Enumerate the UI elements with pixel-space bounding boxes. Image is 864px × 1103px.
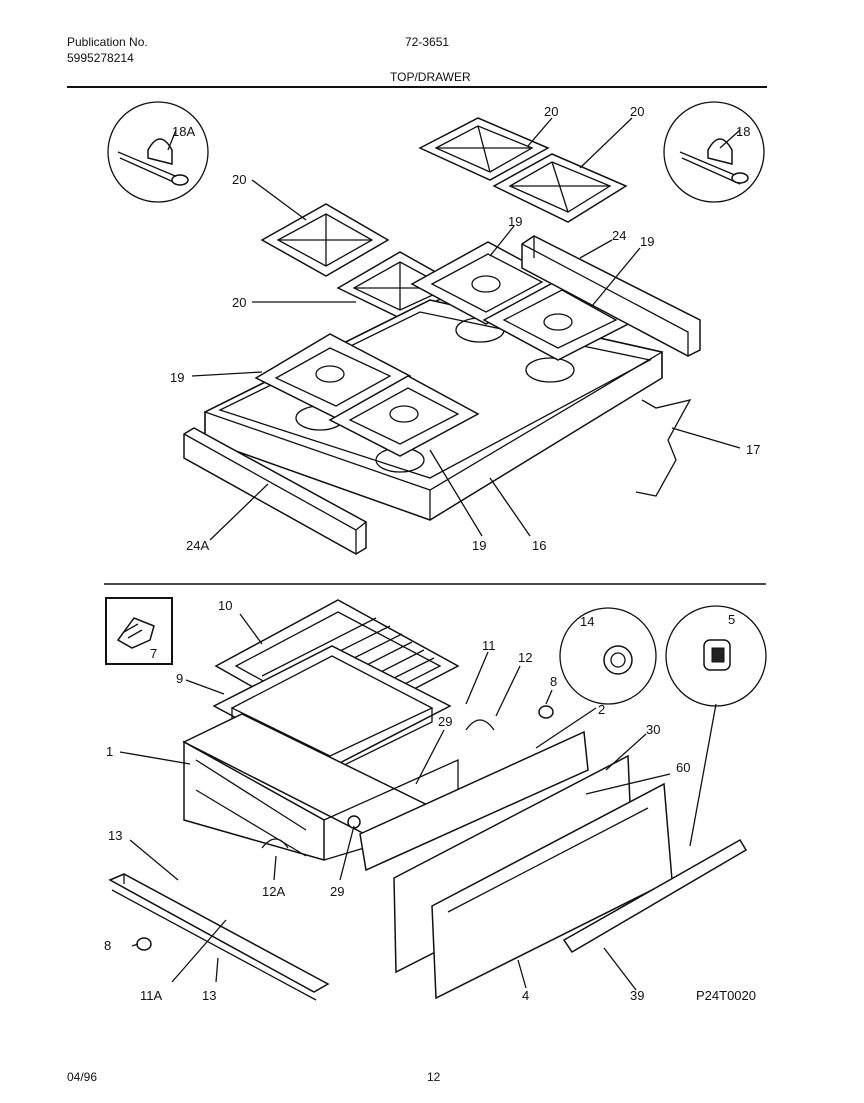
section-title: TOP/DRAWER bbox=[390, 70, 471, 84]
trim-39 bbox=[562, 838, 748, 954]
diagram-code: P24T0020 bbox=[696, 988, 756, 1003]
callout-8-1: 8 bbox=[550, 674, 557, 689]
footer-page-number: 12 bbox=[427, 1070, 441, 1084]
inset-5 bbox=[665, 605, 767, 707]
bottom-leader-lines bbox=[119, 613, 717, 991]
callout-39: 39 bbox=[630, 988, 644, 1003]
hardware bbox=[136, 705, 554, 951]
trim-strip-24 bbox=[521, 235, 701, 357]
callout-24: 24 bbox=[612, 228, 626, 243]
inset-18a bbox=[107, 101, 209, 203]
callout-19-3: 19 bbox=[170, 370, 184, 385]
callout-12: 12 bbox=[518, 650, 532, 665]
rod-17 bbox=[635, 399, 692, 497]
callout-20-4: 20 bbox=[232, 295, 246, 310]
rail-13 bbox=[108, 873, 330, 1001]
grate-20-b bbox=[492, 153, 628, 223]
callout-20-3: 20 bbox=[232, 172, 246, 187]
callout-29-2: 29 bbox=[330, 884, 344, 899]
model-number: 72-3651 bbox=[405, 35, 450, 49]
grate-20-a bbox=[418, 117, 550, 181]
callout-19-4: 19 bbox=[472, 538, 486, 553]
inset-7 bbox=[105, 597, 173, 665]
trim-strip-24a bbox=[183, 427, 367, 555]
callout-10: 10 bbox=[218, 598, 232, 613]
inset-14 bbox=[559, 607, 657, 705]
callout-1: 1 bbox=[106, 744, 113, 759]
callout-20-1: 20 bbox=[544, 104, 558, 119]
callout-11a: 11A bbox=[140, 988, 162, 1003]
footer-date: 04/96 bbox=[67, 1070, 98, 1084]
callout-19-1: 19 bbox=[508, 214, 522, 229]
callout-20-2: 20 bbox=[630, 104, 644, 119]
top-leader-lines bbox=[167, 117, 741, 541]
publication-label: Publication No. bbox=[67, 35, 148, 49]
callout-14: 14 bbox=[580, 614, 594, 629]
callout-2: 2 bbox=[598, 702, 605, 717]
callout-12a: 12A bbox=[262, 884, 285, 899]
callout-4: 4 bbox=[522, 988, 529, 1003]
callout-19-2: 19 bbox=[640, 234, 654, 249]
callout-29-1: 29 bbox=[438, 714, 452, 729]
callout-11: 11 bbox=[482, 638, 496, 653]
callout-13-1: 13 bbox=[108, 828, 122, 843]
bracket-2 bbox=[359, 730, 589, 872]
callout-8-2: 8 bbox=[104, 938, 111, 953]
callout-16: 16 bbox=[532, 538, 546, 553]
inset-18 bbox=[663, 101, 765, 203]
callout-18a: 18A bbox=[172, 124, 195, 139]
callout-9: 9 bbox=[176, 671, 183, 686]
burner-trim-19-b bbox=[328, 375, 480, 457]
grate-20-c bbox=[260, 203, 390, 277]
callout-18: 18 bbox=[736, 124, 750, 139]
publication-number: 5995278214 bbox=[67, 51, 134, 65]
header-rule bbox=[67, 86, 767, 88]
callout-24a: 24A bbox=[186, 538, 209, 553]
callout-30: 30 bbox=[646, 722, 660, 737]
drawer-body-1 bbox=[182, 713, 460, 861]
callout-60: 60 bbox=[676, 760, 690, 775]
callout-7: 7 bbox=[150, 646, 157, 661]
callout-5: 5 bbox=[728, 612, 735, 627]
callout-13-2: 13 bbox=[202, 988, 216, 1003]
callout-17: 17 bbox=[746, 442, 760, 457]
